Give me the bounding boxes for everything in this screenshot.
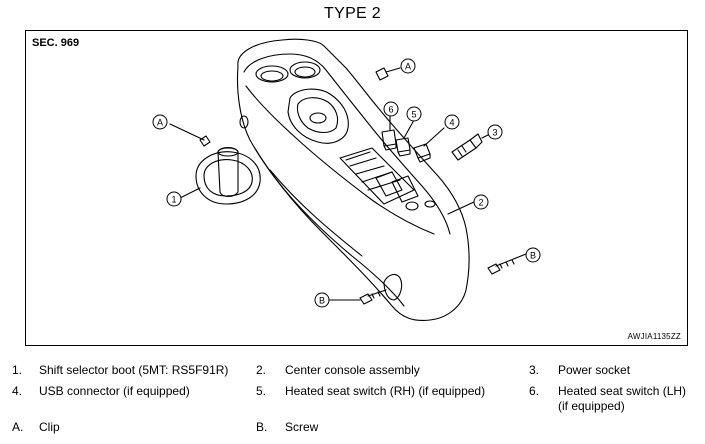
legend-num-1: 1. xyxy=(12,363,23,377)
legend-num-2: 2. xyxy=(256,363,267,377)
callout-1: 1 xyxy=(171,195,176,205)
legend-text-5: Heated seat switch (RH) (if equipped) xyxy=(285,384,486,398)
legend-text-a: Clip xyxy=(39,420,60,434)
figure-code: AWJIA1135ZZ xyxy=(627,332,681,341)
legend-text-2: Center console assembly xyxy=(285,363,420,377)
diagram-title: TYPE 2 xyxy=(324,5,381,22)
callout-a-left: A xyxy=(157,118,163,128)
legend-num-a: A. xyxy=(12,420,24,434)
callout-3: 3 xyxy=(492,128,497,138)
legend-num-5: 5. xyxy=(256,384,267,398)
legend-num-b: B. xyxy=(256,420,268,434)
callout-6: 6 xyxy=(388,105,393,115)
callout-4: 4 xyxy=(449,118,454,128)
callout-a-top: A xyxy=(405,62,411,72)
legend-text-1: Shift selector boot (5MT: RS5F91R) xyxy=(39,363,229,377)
callout-b-right: B xyxy=(530,251,536,261)
legend-num-6: 6. xyxy=(529,384,540,398)
legend-text-6: Heated seat switch (LH) xyxy=(558,384,687,398)
callout-5: 5 xyxy=(411,110,416,120)
shift-boot xyxy=(195,151,261,205)
legend-num-3: 3. xyxy=(529,363,540,377)
legend-text-b: Screw xyxy=(285,420,319,434)
legend-text-4: USB connector (if equipped) xyxy=(39,384,190,398)
section-label: SEC. 969 xyxy=(32,37,80,49)
legend-text-6-cont: (if equipped) xyxy=(558,399,625,413)
legend-text-3: Power socket xyxy=(558,363,631,377)
center-console-body xyxy=(237,38,470,322)
callout-b-bottom: B xyxy=(319,296,325,306)
diagram-frame: SEC. 969 AWJIA1135ZZ xyxy=(25,30,688,346)
legend-num-4: 4. xyxy=(12,384,23,398)
callout-2: 2 xyxy=(478,198,483,208)
